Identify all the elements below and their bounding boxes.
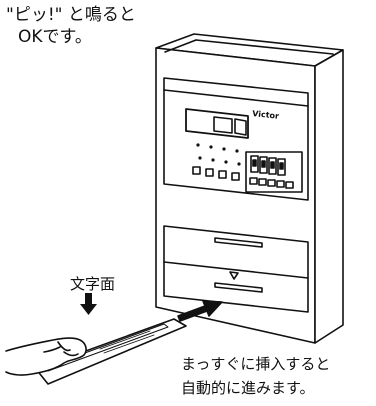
- function-buttons[interactable]: [192, 166, 240, 181]
- insert-instruction-line2: 自動的に進みます。: [181, 379, 315, 397]
- time-card: [35, 318, 187, 385]
- card-face-label: 文字面: [70, 275, 116, 293]
- brand-logo: Victor: [252, 109, 280, 121]
- control-panel: Victor: [163, 77, 309, 201]
- insert-arrow-icon: [177, 300, 223, 322]
- beep-instruction-line1: "ピッ!" と鳴ると: [6, 5, 136, 25]
- insert-instruction-line1: まっすぐに挿入すると: [181, 355, 331, 373]
- beep-instruction-line2: OKです。: [18, 27, 92, 47]
- setting-switches[interactable]: [245, 151, 303, 193]
- card-slot-area: [163, 225, 309, 313]
- beep-instruction: "ピッ!" と鳴ると OKです。: [6, 4, 136, 48]
- indicator-lamps: [196, 143, 241, 166]
- card-slot[interactable]: [214, 237, 263, 248]
- down-arrow-icon: [80, 293, 97, 315]
- insert-instruction: まっすぐに挿入すると 自動的に進みます。: [181, 352, 330, 400]
- hand-illustration: [5, 337, 87, 376]
